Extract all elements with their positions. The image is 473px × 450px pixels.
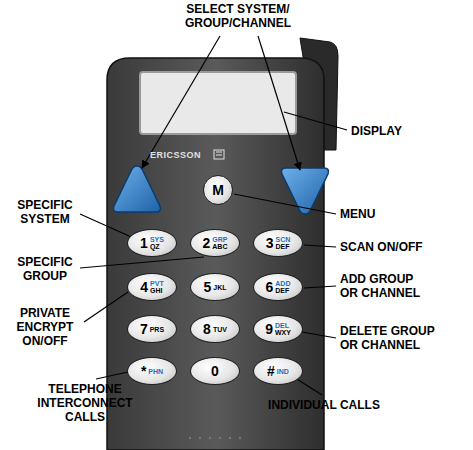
speaker-dots: [189, 437, 241, 439]
key-legend: JKL: [213, 284, 226, 291]
leader-line: [304, 286, 336, 288]
callout-label: PRIVATE ENCRYPT ON/OFF: [2, 306, 88, 348]
key-legend: PHN: [148, 368, 163, 375]
leader-line: [304, 245, 336, 247]
key-digit: 3: [266, 236, 274, 250]
key-digit: 9: [265, 322, 273, 336]
key-digit: 6: [266, 280, 274, 294]
key-letters: TUV: [213, 326, 227, 333]
keypad-key: 3SCNDEF: [253, 229, 303, 257]
key-legend: SYS: [150, 236, 164, 243]
keypad-key: 0: [190, 357, 240, 385]
key-legend: DEF: [276, 243, 291, 250]
keypad-key: 9DELWXY: [253, 315, 303, 343]
key-letters: SYSQZ: [150, 236, 164, 250]
keypad-key: #IND: [253, 357, 303, 385]
key-digit: 8: [203, 322, 211, 336]
callout-label: SCAN ON/OFF: [340, 240, 460, 254]
key-letters: IND: [277, 368, 289, 375]
key-legend: SCN: [276, 236, 291, 243]
leader-line: [234, 194, 336, 214]
key-legend: GHI: [150, 287, 164, 294]
logo-mark: [214, 150, 224, 159]
arrow-key-up: [114, 166, 161, 212]
leader-line: [142, 36, 220, 168]
key-digit: #: [267, 364, 275, 378]
callout-label: SPECIFIC SYSTEM: [4, 198, 86, 226]
key-digit: 4: [140, 280, 148, 294]
key-legend: TUV: [213, 326, 227, 333]
key-legend: GRP: [212, 236, 227, 243]
callout-label: INDIVIDUAL CALLS: [268, 398, 380, 412]
callout-label: ADD GROUP OR CHANNEL: [340, 272, 430, 300]
key-letters: SCNDEF: [276, 236, 291, 250]
key-legend: WXY: [275, 329, 291, 336]
keypad-key: 1SYSQZ: [127, 229, 177, 257]
callout-label: DELETE GROUP OR CHANNEL: [340, 324, 452, 352]
key-letters: PVTGHI: [150, 280, 164, 294]
keypad-key: 6ADDDEF: [253, 273, 303, 301]
keypad-key: 2GRPABC: [190, 229, 240, 257]
menu-key: M: [203, 175, 233, 205]
callout-label: DISPLAY: [351, 124, 451, 138]
key-digit: 1: [140, 236, 148, 250]
keypad-key: *PHN: [127, 357, 177, 385]
key-legend: ADD: [275, 280, 290, 287]
key-digit: 7: [140, 322, 148, 336]
key-legend: ABC: [212, 243, 227, 250]
callout-label: SPECIFIC GROUP: [4, 255, 86, 283]
key-letters: JKL: [213, 284, 226, 291]
key-letters: GRPABC: [212, 236, 227, 250]
leader-line: [258, 36, 300, 170]
key-legend: PVT: [150, 280, 164, 287]
key-letters: ADDDEF: [275, 280, 290, 294]
leader-line: [284, 112, 347, 130]
key-legend: DEL: [275, 322, 291, 329]
key-legend: DEF: [275, 287, 290, 294]
leader-line: [80, 257, 204, 268]
keypad-key: 7PRS: [127, 315, 177, 343]
callout-label: SELECT SYSTEM/ GROUP/CHANNEL: [158, 2, 318, 30]
key-digit: M: [212, 183, 224, 197]
key-legend: PRS: [150, 326, 164, 333]
leader-line: [96, 372, 128, 379]
key-letters: PRS: [150, 326, 164, 333]
radio-body: [107, 58, 324, 450]
key-legend: QZ: [150, 243, 164, 250]
key-digit: 0: [211, 364, 219, 378]
leader-line: [84, 292, 128, 322]
key-digit: *: [141, 364, 146, 378]
callout-label: MENU: [340, 207, 420, 221]
key-digit: 5: [203, 280, 211, 294]
arrow-key-down: [282, 168, 329, 214]
callout-label: TELEPHONE INTERCONNECT CALLS: [20, 382, 150, 424]
keypad-key: 4PVTGHI: [127, 273, 177, 301]
leader-line: [302, 332, 336, 338]
key-letters: DELWXY: [275, 322, 291, 336]
key-legend: IND: [277, 368, 289, 375]
keypad-key: 8TUV: [190, 315, 240, 343]
brand-logo: ERICSSON: [150, 150, 212, 160]
key-digit: 2: [203, 236, 211, 250]
keypad-key: 5JKL: [190, 273, 240, 301]
key-letters: PHN: [148, 368, 163, 375]
